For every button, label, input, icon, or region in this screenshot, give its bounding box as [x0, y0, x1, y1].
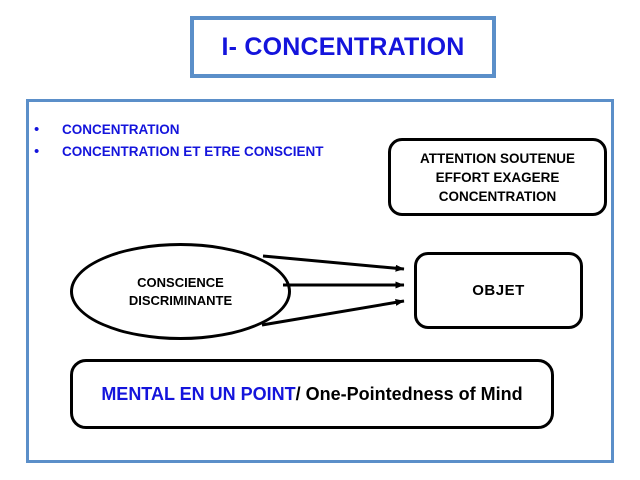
mental-text: MENTAL EN UN POINT/ One-Pointedness of M…: [101, 381, 522, 407]
objet-label: OBJET: [472, 282, 525, 299]
title-box: I- CONCENTRATION: [190, 16, 496, 78]
bullet-list: • CONCENTRATION • CONCENTRATION ET ETRE …: [34, 120, 394, 164]
objet-box: OBJET: [414, 252, 583, 329]
list-item: • CONCENTRATION: [34, 120, 394, 142]
mental-english-text: / One-Pointedness of Mind: [295, 384, 523, 404]
attention-line-2: EFFORT EXAGERE: [435, 169, 560, 185]
conscience-line-2: DISCRIMINANTE: [128, 292, 233, 308]
attention-box: ATTENTION SOUTENUE EFFORT EXAGERE CONCEN…: [388, 138, 607, 216]
list-item: • CONCENTRATION ET ETRE CONSCIENT: [34, 142, 394, 164]
attention-line-1: ATTENTION SOUTENUE: [420, 150, 575, 166]
mental-box: MENTAL EN UN POINT/ One-Pointedness of M…: [70, 359, 554, 429]
conscience-ellipse: CONSCIENCE DISCRIMINANTE: [70, 243, 291, 340]
bullet-marker-icon: •: [34, 121, 40, 138]
mental-french-text: MENTAL EN UN POINT: [101, 384, 296, 404]
bullet-label: CONCENTRATION ET ETRE CONSCIENT: [62, 144, 324, 159]
bullet-marker-icon: •: [34, 143, 40, 160]
bullet-label: CONCENTRATION: [62, 122, 180, 137]
attention-line-3: CONCENTRATION: [438, 188, 557, 204]
page-title: I- CONCENTRATION: [221, 32, 465, 61]
conscience-line-1: CONSCIENCE: [137, 274, 224, 290]
